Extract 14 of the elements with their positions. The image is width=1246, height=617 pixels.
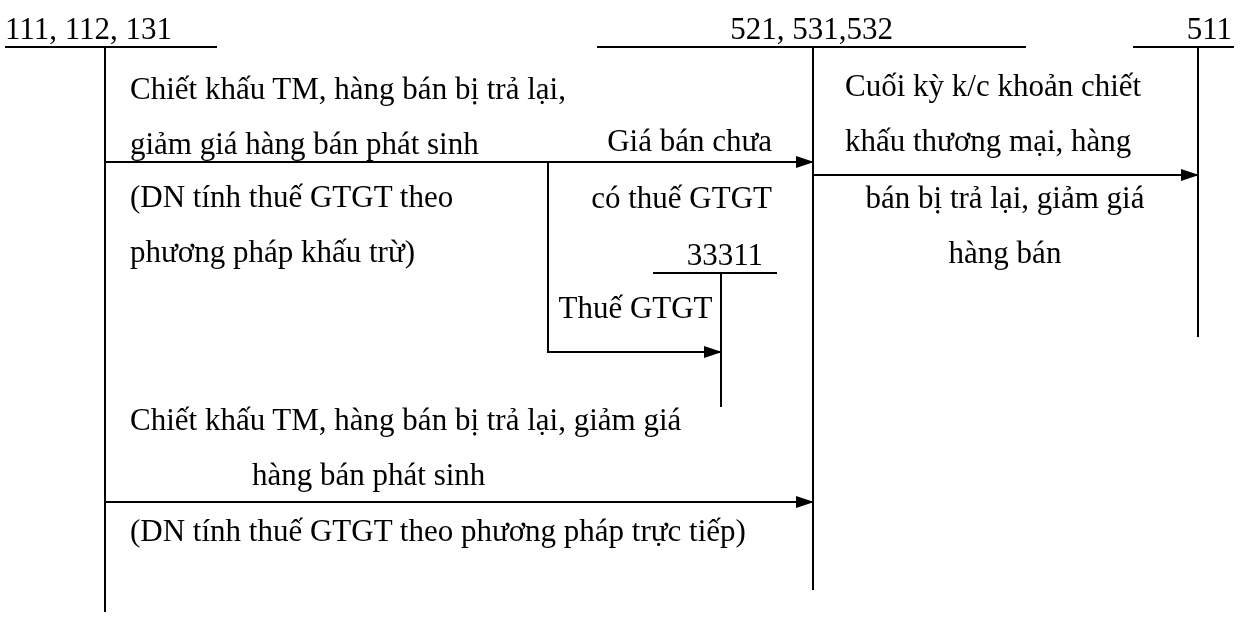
account-number: 33311 [685,238,764,272]
entry-note: Giá bán chưa [606,122,772,160]
arrow [104,496,814,508]
arrow [812,169,1199,181]
entry-note: Chiết khấu TM, hàng bán bị trả lại, giảm giá hàng bán phát sinh [130,401,683,494]
account-number: 521, 531,532 [729,12,894,46]
entry-note: Chiết khấu TM, hàng bán bị trả lại, giảm giá hàng bán phát sinh [130,70,567,163]
entry-note: (DN tính thuế GTGT theo phương pháp khấu trừ) [130,178,455,271]
entry-note: có thuế GTGT [590,179,772,217]
account-number: 111, 112, 131 [5,12,174,46]
account-number: 511 [1185,12,1233,46]
entry-note: bán bị trả lại, giảm giá hàng bán [864,179,1146,272]
entry-note: (DN tính thuế GTGT theo phương pháp trực tiếp) [130,512,747,550]
edge-label: Thuế GTGT [557,289,714,327]
